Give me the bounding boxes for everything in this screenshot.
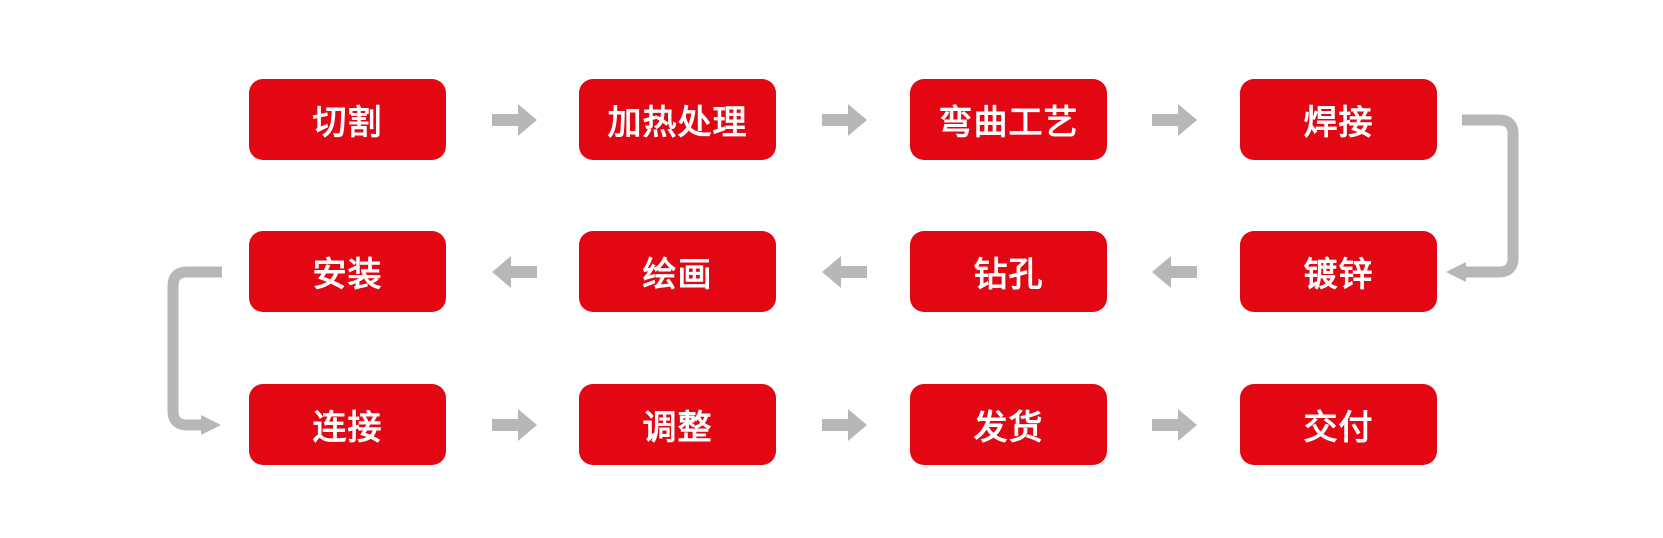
step-label: 镀锌 <box>1303 255 1374 295</box>
step-label: 切割 <box>312 103 383 143</box>
arrow-right-icon <box>492 104 537 136</box>
arrow-right-icon <box>822 409 867 441</box>
arrow-right-icon <box>1152 104 1197 136</box>
arrow-left-icon <box>1446 262 1466 282</box>
arrow-left-icon <box>492 256 537 288</box>
arrow-left-icon <box>822 256 867 288</box>
step-label: 钻孔 <box>973 255 1044 295</box>
connector-bend-left <box>167 266 222 431</box>
step-box: 安装 <box>249 231 446 312</box>
step-box: 焊接 <box>1240 79 1437 160</box>
step-box: 弯曲工艺 <box>910 79 1107 160</box>
step-box: 交付 <box>1240 384 1437 465</box>
step-label: 加热处理 <box>607 103 748 143</box>
step-label: 弯曲工艺 <box>938 103 1079 143</box>
step-box: 切割 <box>249 79 446 160</box>
step-box: 发货 <box>910 384 1107 465</box>
step-label: 发货 <box>973 408 1044 448</box>
connector-bend-right <box>1462 114 1519 278</box>
arrow-left-icon <box>1152 256 1197 288</box>
step-box: 绘画 <box>579 231 776 312</box>
step-box: 钻孔 <box>910 231 1107 312</box>
step-box: 连接 <box>249 384 446 465</box>
step-box: 调整 <box>579 384 776 465</box>
step-label: 绘画 <box>642 255 713 295</box>
step-label: 连接 <box>312 408 383 448</box>
step-label: 焊接 <box>1303 103 1374 143</box>
step-box: 镀锌 <box>1240 231 1437 312</box>
step-label: 安装 <box>312 255 383 295</box>
step-label: 交付 <box>1303 408 1374 448</box>
arrow-right-icon <box>201 415 221 435</box>
arrow-right-icon <box>492 409 537 441</box>
step-box: 加热处理 <box>579 79 776 160</box>
arrow-right-icon <box>822 104 867 136</box>
arrow-right-icon <box>1152 409 1197 441</box>
step-label: 调整 <box>642 408 713 448</box>
